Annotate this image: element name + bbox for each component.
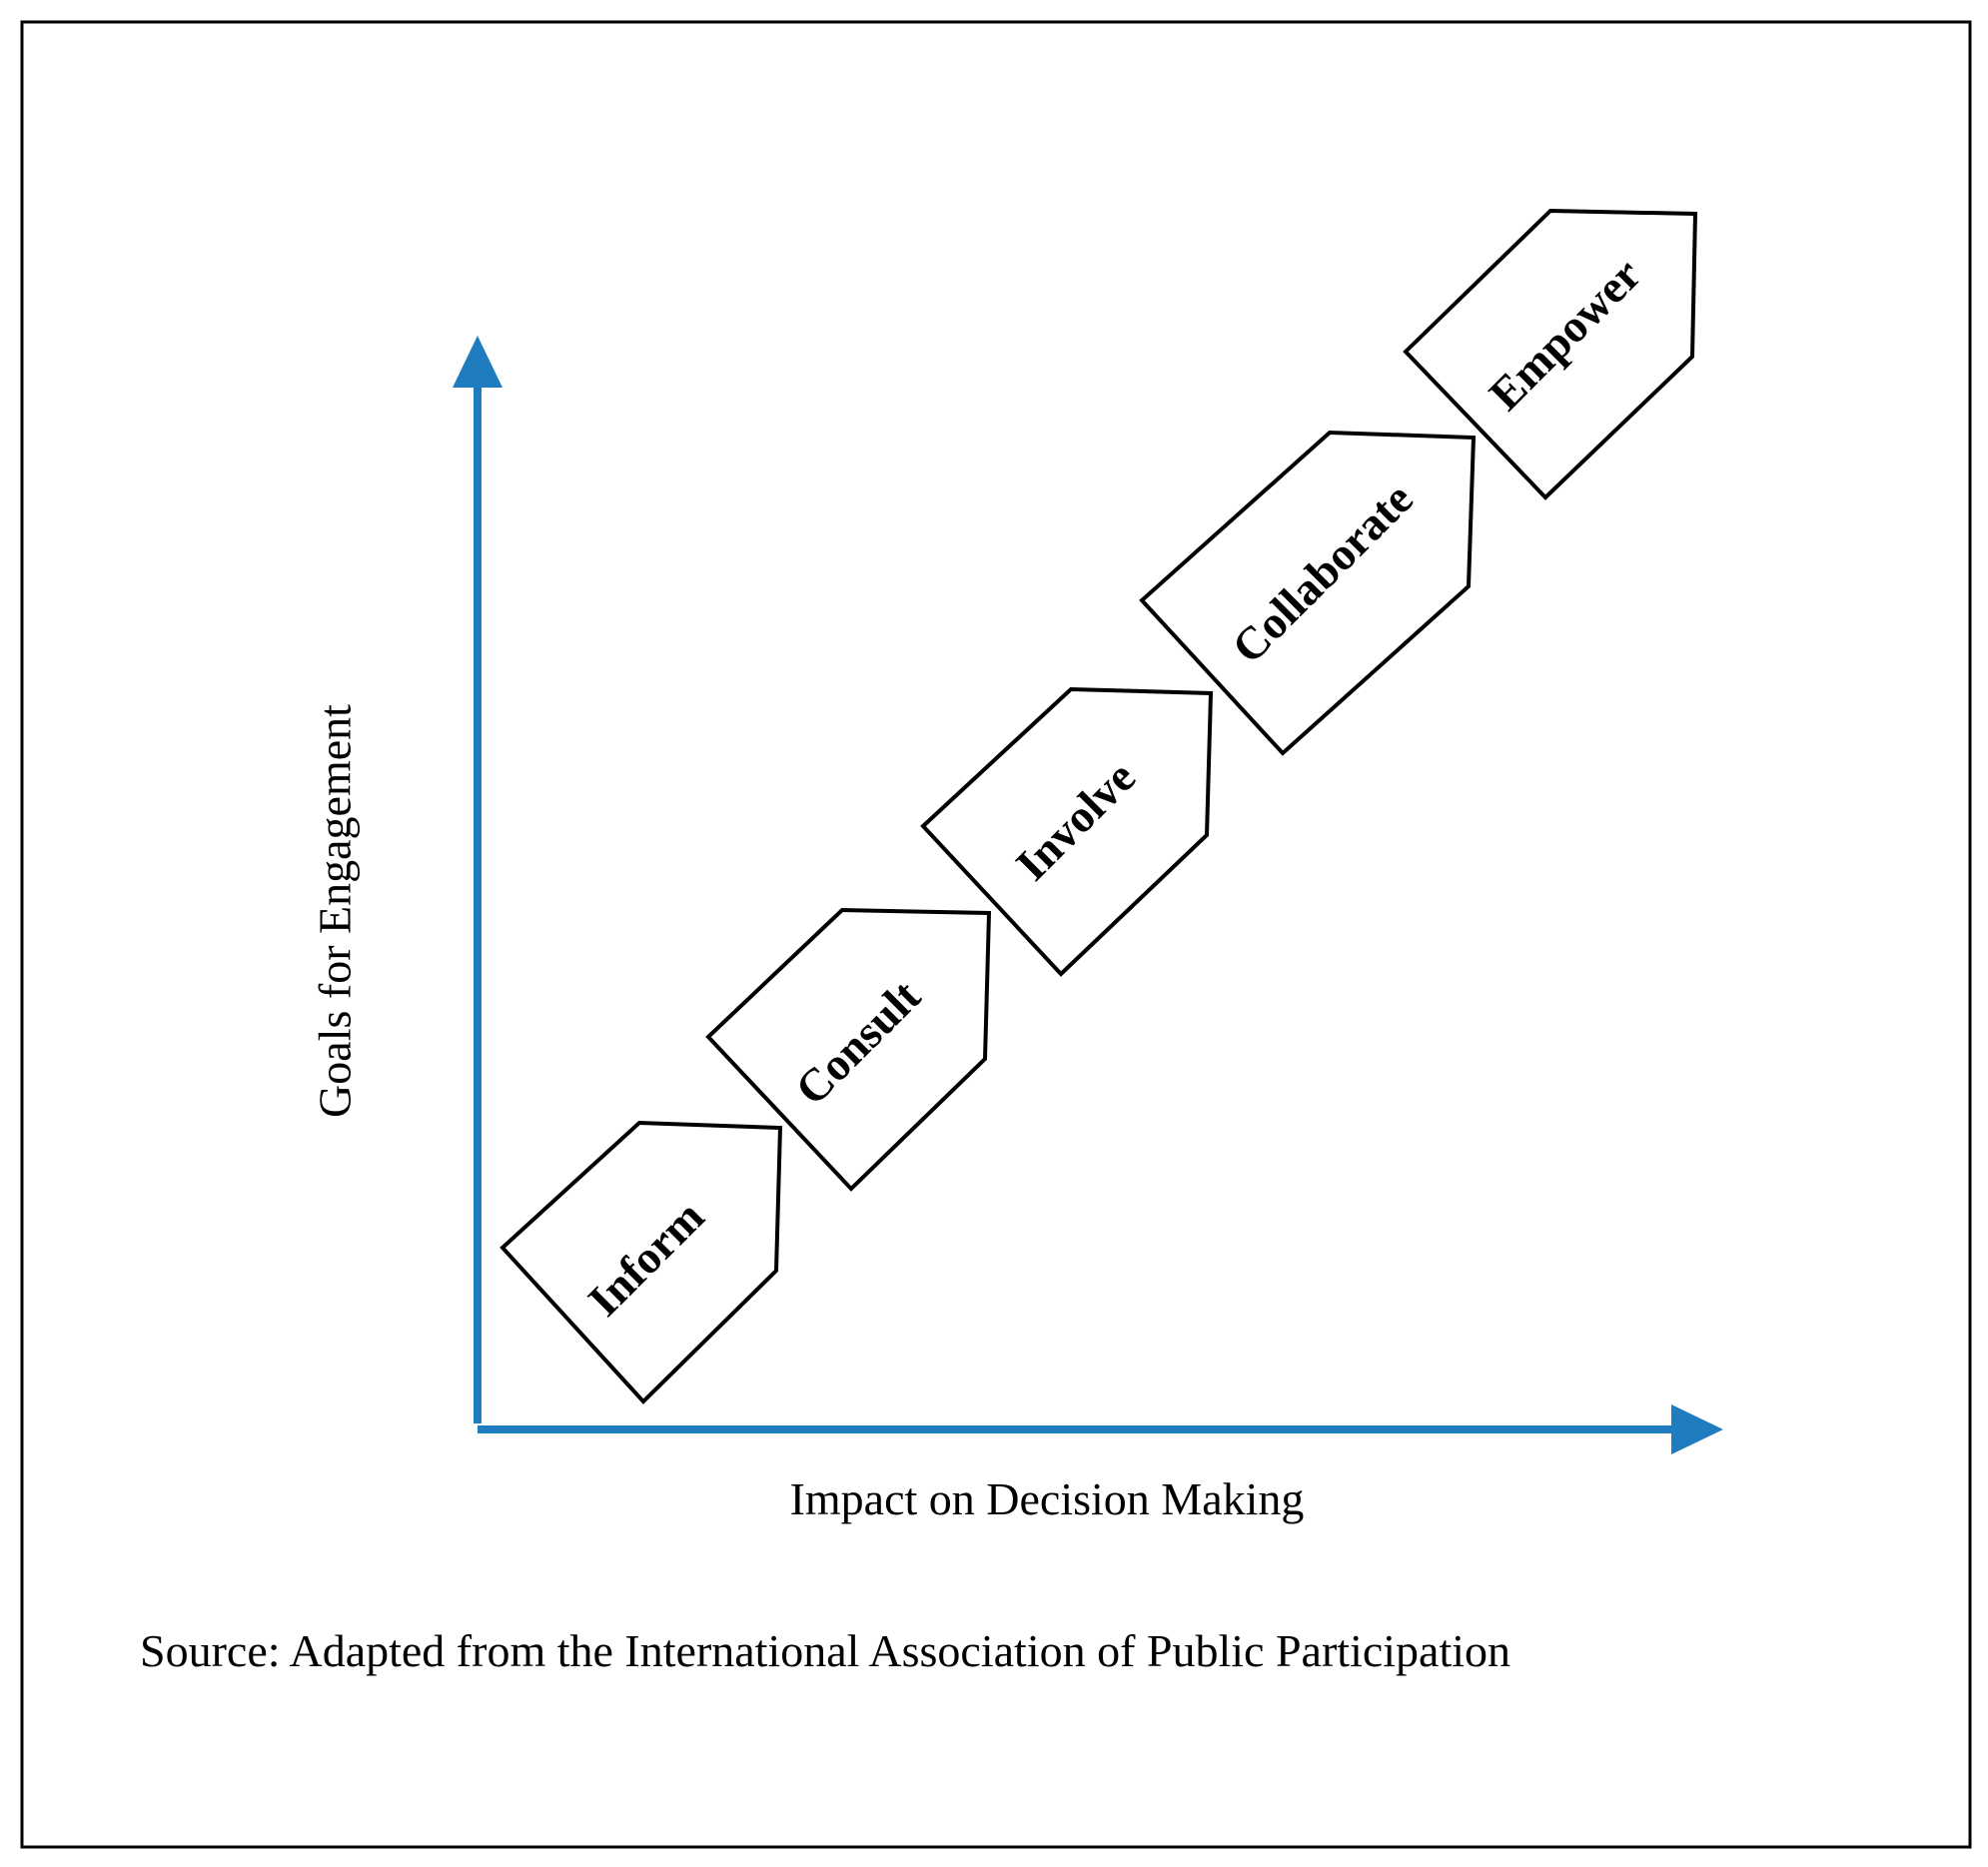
y-axis-arrowhead — [453, 336, 502, 388]
figure-frame — [20, 20, 1972, 1849]
step-involve: Involve — [920, 686, 1214, 977]
step-collaborate: Collaborate — [1139, 430, 1477, 756]
x-axis-arrowhead — [1671, 1404, 1723, 1454]
step-involve-shape — [920, 686, 1214, 977]
step-inform-shape — [499, 1120, 783, 1404]
step-consult: Consult — [705, 907, 992, 1192]
step-empower: Empower — [1403, 208, 1698, 500]
x-axis-label: Impact on Decision Making — [790, 1473, 1305, 1524]
axes — [453, 336, 1723, 1454]
engagement-steps: Inform Consult Involve Collaborate Empow… — [499, 208, 1698, 1404]
step-empower-shape — [1403, 208, 1698, 500]
step-collaborate-shape — [1139, 430, 1477, 756]
source-note: Source: Adapted from the International A… — [140, 1625, 1510, 1676]
y-axis-label: Goals for Engagement — [310, 704, 361, 1118]
step-consult-shape — [705, 907, 992, 1192]
step-inform: Inform — [499, 1120, 783, 1404]
